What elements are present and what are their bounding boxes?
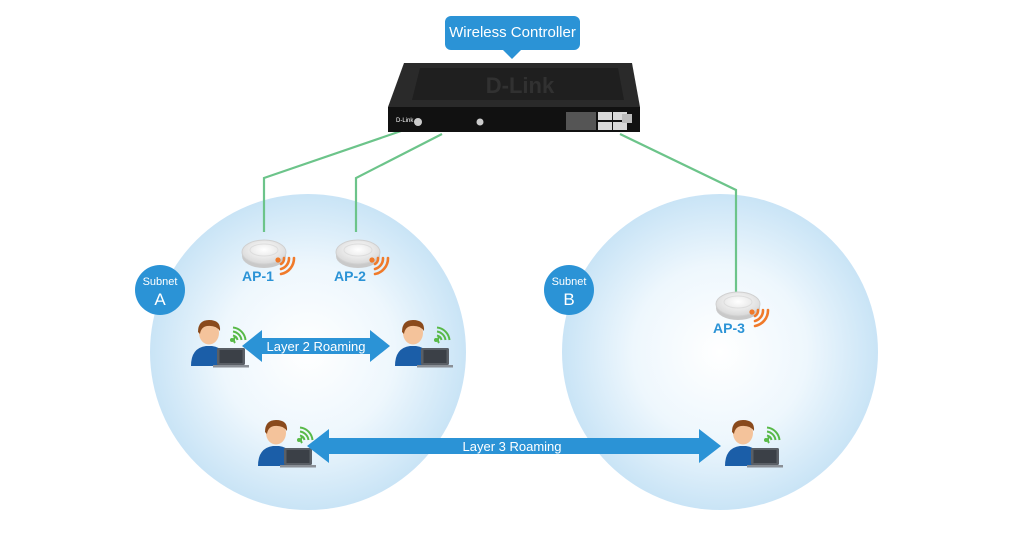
subnet-b-badge: Subnet B	[544, 265, 594, 315]
wireless-controller-device: D-Link D-Link	[388, 63, 640, 132]
ap1-label: AP-1	[242, 268, 274, 284]
subnet-a-badge: Subnet A	[135, 265, 185, 315]
subnet-a-letter: A	[154, 290, 166, 309]
wireless-controller-callout: Wireless Controller	[445, 16, 580, 59]
layer2-roaming-label: Layer 2 Roaming	[267, 339, 366, 354]
link-ap3	[619, 133, 738, 292]
layer3-roaming-arrow: Layer 3 Roaming	[307, 429, 721, 463]
subnet-a-word: Subnet	[143, 276, 178, 288]
ap2-label: AP-2	[334, 268, 366, 284]
layer3-roaming-label: Layer 3 Roaming	[463, 439, 562, 454]
layer2-roaming-arrow: Layer 2 Roaming	[242, 330, 390, 362]
link-ap2	[354, 133, 443, 232]
subnet-b-area	[562, 194, 878, 510]
controller-brand-watermark: D-Link	[486, 73, 555, 98]
controller-brand-small: D-Link	[396, 118, 414, 124]
ap3-label: AP-3	[713, 320, 745, 336]
wireless-controller-label: Wireless Controller	[449, 24, 576, 41]
link-ap1	[262, 128, 405, 232]
subnet-b-letter: B	[563, 290, 574, 309]
subnet-b-word: Subnet	[552, 276, 587, 288]
